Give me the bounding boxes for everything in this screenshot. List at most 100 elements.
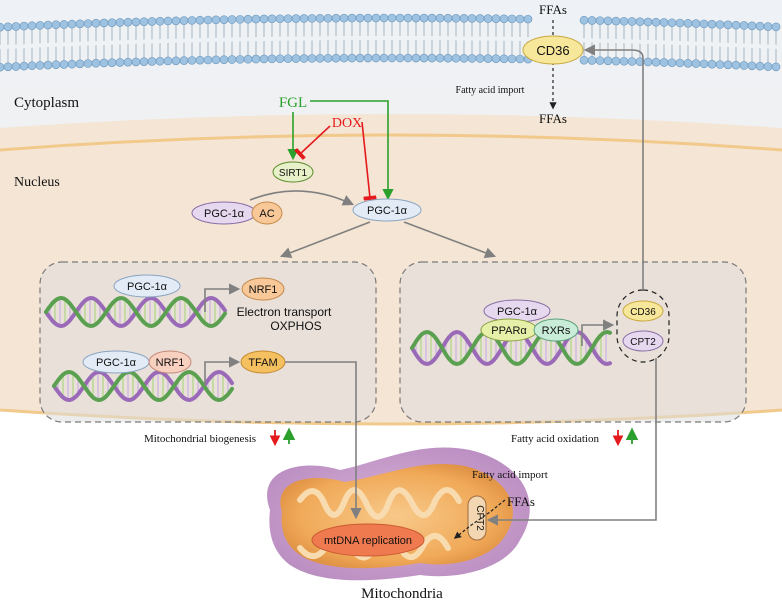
ppar-label: PPARα — [491, 325, 527, 337]
lipid — [707, 19, 717, 69]
dox-inhibits-pgc — [361, 121, 377, 201]
cd36-membrane-oval — [522, 35, 584, 65]
ox-cpt2-oval — [622, 330, 664, 352]
lipid — [27, 21, 37, 71]
lipid — [491, 14, 501, 63]
lipid — [307, 14, 317, 63]
fgl-label: FGL — [279, 95, 307, 111]
lipid — [371, 13, 381, 63]
nrf1-transcription-arrow — [204, 283, 241, 312]
lipid — [323, 13, 333, 63]
nrf1-bottom-oval — [148, 350, 192, 374]
lipid — [315, 14, 325, 63]
lipid — [195, 15, 205, 65]
lipid — [443, 13, 453, 63]
oxidation-caption: Fatty acid oxidation — [511, 433, 599, 445]
biogenesis-box — [39, 261, 377, 423]
lipid — [387, 13, 397, 63]
lipid — [595, 16, 605, 65]
lipid — [411, 13, 421, 63]
lipid — [43, 20, 53, 70]
deacetylation-arrow — [249, 190, 355, 206]
lipid — [299, 14, 309, 63]
lipid — [259, 14, 269, 64]
fgl-to-pgc-arrow — [310, 100, 394, 201]
nrf1-bottom-label: NRF1 — [156, 357, 185, 369]
lipid — [123, 17, 133, 67]
lipid — [379, 13, 389, 63]
lipid — [771, 22, 781, 72]
lipid — [459, 14, 469, 63]
nrf1-target-oval — [241, 277, 285, 301]
cpt2-mito-label: CPT2 — [474, 505, 485, 531]
bio-pgc-bottom-label: PGC-1α — [96, 357, 137, 369]
dna-helix-tfam — [52, 369, 234, 403]
lipid — [659, 18, 669, 67]
sirt1-oval — [272, 161, 314, 183]
lipid — [515, 14, 525, 64]
bio-pgc-top-label: PGC-1α — [127, 281, 168, 293]
mtdna-replication-oval — [311, 523, 425, 557]
lipid — [475, 14, 485, 63]
cpt2-mito-capsule — [467, 495, 487, 541]
ac-label: AC — [259, 208, 274, 220]
tfam-label: TFAM — [248, 357, 277, 369]
cell-membrane — [0, 13, 781, 72]
lipid — [451, 13, 461, 63]
lipid — [715, 20, 725, 69]
lipid — [675, 18, 685, 68]
lipid — [467, 14, 477, 63]
lipid — [603, 16, 613, 66]
dna-helix-nrf1 — [44, 295, 227, 329]
pgc-active-oval — [352, 198, 422, 222]
lipid — [683, 18, 693, 68]
tfam-transcription-arrow — [204, 356, 241, 386]
lipid — [139, 17, 149, 66]
sirt1-label: SIRT1 — [279, 168, 308, 179]
pgc-to-oxidation-arrow — [403, 221, 497, 259]
mito-ffas-label: FFAs — [507, 494, 535, 509]
lipid — [699, 19, 709, 69]
pgc-to-biogenesis-arrow — [279, 221, 371, 258]
lipid — [51, 20, 61, 70]
lipid — [667, 18, 677, 68]
cytoplasm-label: Cytoplasm — [14, 95, 79, 111]
ox-cd36-oval — [622, 300, 664, 322]
lipid — [227, 15, 237, 64]
lipid — [75, 19, 85, 69]
lipid — [723, 20, 733, 70]
ffas-inside-label: FFAs — [539, 111, 567, 126]
lipid — [331, 13, 341, 63]
dox-label: DOX — [332, 116, 362, 131]
ox-cd36-label: CD36 — [630, 307, 656, 318]
lipid — [619, 16, 629, 66]
cd36-cpt2-transcription-arrow — [581, 319, 615, 346]
pgc-active-label: PGC-1α — [367, 205, 408, 217]
tfam-to-mtdna-arrow — [285, 361, 362, 520]
fatty-acid-import-label: Fatty acid import — [456, 85, 525, 96]
lipid — [635, 17, 645, 67]
lipid — [499, 14, 509, 64]
lipid — [163, 16, 173, 66]
electron-transport-label: Electron transport — [237, 305, 332, 319]
lipid — [403, 13, 413, 63]
ox-pgc-label: PGC-1α — [497, 306, 538, 318]
ox-cpt2-label: CPT2 — [630, 337, 656, 348]
cd36-membrane-label: CD36 — [536, 43, 569, 58]
rxr-oval — [533, 318, 579, 342]
nucleus-label: Nucleus — [14, 175, 60, 190]
lipid — [179, 16, 189, 65]
nuclear-envelope-outer — [0, 133, 782, 152]
lipid — [651, 17, 661, 67]
mtdna-replication-label: mtDNA replication — [324, 535, 412, 547]
lipid — [347, 13, 357, 63]
lipid — [483, 14, 493, 63]
cristae-top — [297, 487, 462, 520]
lipid — [19, 21, 29, 71]
ffas-into-mito-arrow — [453, 499, 506, 539]
lipid — [731, 20, 741, 70]
cpt2-to-mito-arrow — [486, 358, 657, 526]
lipid — [507, 14, 517, 64]
